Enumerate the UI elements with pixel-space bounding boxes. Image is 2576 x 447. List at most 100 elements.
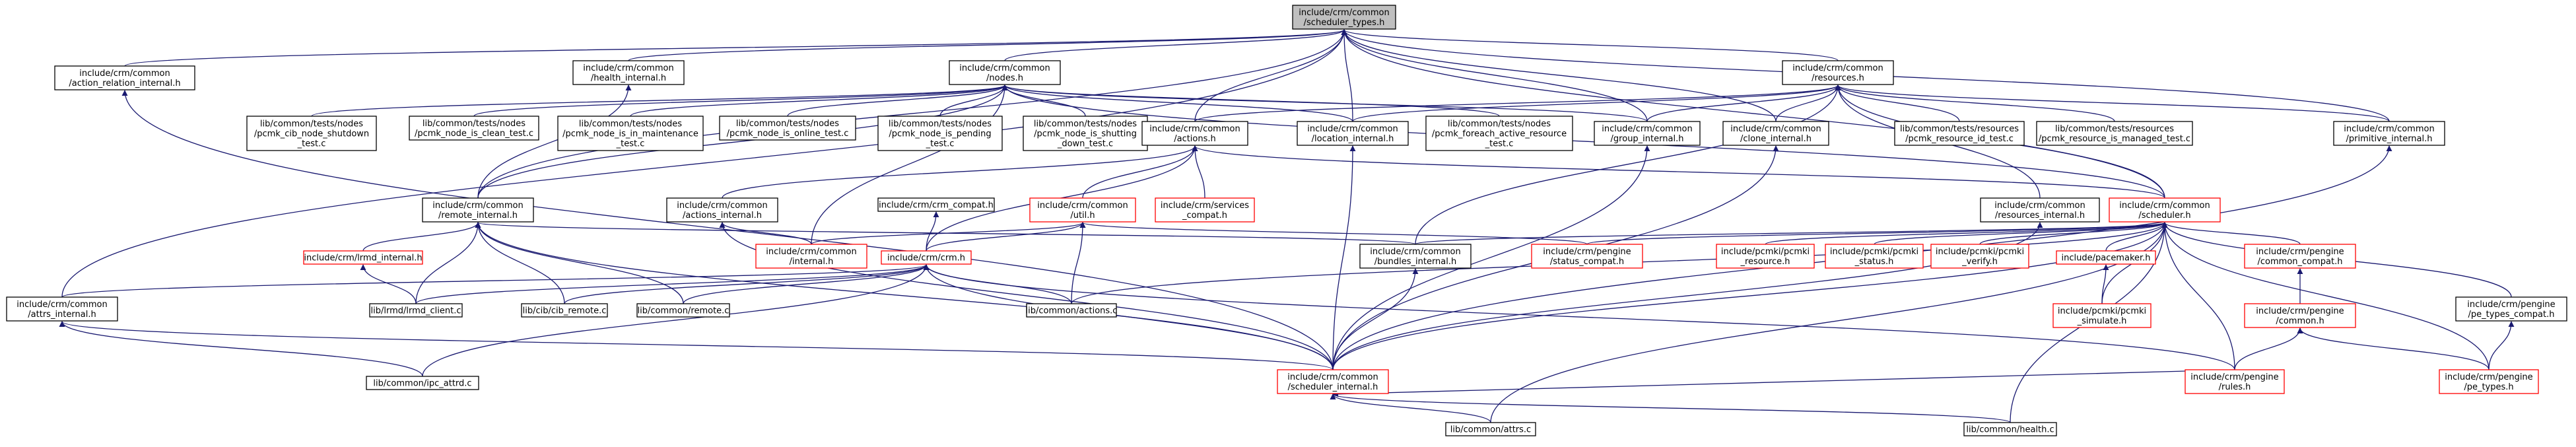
edge-pcmki_verify-to-scheduler [1979, 222, 2168, 245]
node-label-line: include/crm/pengine [2256, 247, 2344, 257]
node-actions-internal[interactable]: include/crm/common/actions_internal.h [666, 197, 778, 223]
node-util[interactable]: include/crm/common/util.h [1029, 197, 1136, 223]
edge-pe_types-to-pe_types_compat [2488, 321, 2515, 370]
node-location[interactable]: include/crm/common/location_internal.h [1297, 121, 1409, 146]
node-label-line: include/crm/common [79, 69, 170, 79]
edge-actions-to-resources [1194, 85, 1841, 122]
edge-resources-to-sched_types [1341, 29, 1839, 61]
edge-bundles-to-scheduler [1415, 222, 2167, 245]
node-label-line: include/crm/common [1730, 124, 1821, 134]
node-bundles[interactable]: include/crm/common/bundles_internal.h [1359, 244, 1472, 269]
node-label-line: include/pacemaker.h [2061, 254, 2150, 263]
node-sched-internal[interactable]: include/crm/common/scheduler_internal.h [1277, 369, 1389, 394]
node-health-c[interactable]: lib/common/health.c [1963, 422, 2057, 436]
node-box [1825, 244, 1924, 269]
node-t-maint[interactable]: lib/common/tests/nodes/pcmk_node_is_in_m… [557, 116, 704, 151]
node-label-line: lib/common/attrs.c [1450, 425, 1531, 435]
node-pengine-common[interactable]: include/crm/pengine/common.h [2244, 303, 2356, 328]
node-remote-internal[interactable]: include/crm/common/remote_internal.h [422, 197, 534, 223]
node-label-line: _resource.h [1740, 257, 1790, 267]
node-label-line: lib/common/tests/nodes [1448, 120, 1551, 129]
node-t-shutdown[interactable]: lib/common/tests/nodes/pcmk_cib_node_shu… [246, 116, 377, 151]
node-res-internal[interactable]: include/crm/common/resources_internal.h [1980, 197, 2100, 223]
node-pcmki-simulate[interactable]: include/pcmki/pcmki_simulate.h [2052, 303, 2152, 328]
node-attrs-c[interactable]: lib/common/attrs.c [1445, 422, 1536, 436]
node-svc-compat[interactable]: include/crm/services_compat.h [1155, 197, 1255, 223]
node-crm-h[interactable]: include/crm/crm.h [881, 250, 972, 265]
node-crm-compat[interactable]: include/crm/crm_compat.h [877, 197, 995, 212]
edge-cib_remote-to-crm_h [564, 264, 930, 304]
node-label-line: include/crm/common [2119, 201, 2210, 211]
node-pacemaker[interactable]: include/pacemaker.h [2056, 250, 2156, 265]
node-label-line: lib/common/tests/nodes [889, 120, 992, 129]
node-pcmki-status[interactable]: include/pcmki/pcmki_status.h [1825, 244, 1924, 269]
node-label-line: _compat.h [1182, 211, 1227, 221]
node-label-line: /actions.h [1174, 134, 1216, 144]
node-label-line: include/pcmki/pcmki [1936, 247, 2024, 257]
node-box [881, 250, 972, 265]
node-label-line: /attrs_internal.h [28, 310, 96, 320]
node-box [755, 244, 867, 269]
node-t-online[interactable]: lib/common/tests/nodes/pcmk_node_is_onli… [719, 116, 856, 141]
node-box [572, 60, 685, 85]
node-label-line: lib/common/actions.c [1026, 306, 1118, 316]
node-label-line: lib/common/tests/nodes [423, 119, 525, 129]
node-group[interactable]: include/crm/common/group_internal.h [1594, 121, 1701, 146]
node-label-line: include/crm/common [1994, 201, 2085, 211]
node-actions-c[interactable]: lib/common/actions.c [1026, 303, 1118, 318]
node-pcmki-resource[interactable]: include/pcmki/pcmki_resource.h [1716, 244, 1815, 269]
node-t-res-id[interactable]: lib/common/tests/resources/pcmk_resource… [1894, 121, 2025, 146]
node-label-line: lib/common/tests/resources [2055, 124, 2174, 134]
node-sched-types[interactable]: include/crm/common/scheduler_types.h [1292, 5, 1396, 30]
edge-sched_internal-to-remote_internal [475, 222, 1334, 370]
node-box [54, 65, 195, 90]
node-lrmd-client[interactable]: lib/lrmd/lrmd_client.c [369, 303, 463, 318]
node-label-line: include/crm/common [677, 201, 767, 211]
node-health[interactable]: include/crm/common/health_internal.h [572, 60, 685, 85]
node-label-line: include/pcmki/pcmki [2058, 306, 2146, 316]
edge-remote_c-to-crm_h [683, 264, 930, 304]
node-label-line: include/crm/pengine [2445, 372, 2532, 382]
node-t-pending[interactable]: lib/common/tests/nodes/pcmk_node_is_pend… [877, 116, 1003, 151]
node-label-line: lib/lrmd/lrmd_client.c [370, 306, 461, 316]
node-resources[interactable]: include/crm/common/resources.h [1782, 60, 1894, 85]
node-label-line: include/crm/pengine [2256, 306, 2344, 316]
node-pengine-common-compat[interactable]: include/crm/pengine/common_compat.h [2244, 244, 2356, 269]
node-pcmki-verify[interactable]: include/pcmki/pcmki_verify.h [1930, 244, 2029, 269]
node-nodes[interactable]: include/crm/common/nodes.h [949, 60, 1061, 85]
node-scheduler[interactable]: include/crm/common/scheduler.h [2109, 197, 2221, 223]
node-pe-types[interactable]: include/crm/pengine/pe_types.h [2439, 369, 2539, 394]
node-box [409, 116, 539, 141]
node-ipc-attrd[interactable]: lib/common/ipc_attrd.c [366, 376, 479, 390]
node-action-relation[interactable]: include/crm/common/action_relation_inter… [54, 65, 195, 90]
node-box [1029, 197, 1136, 223]
node-label-line: include/crm/crm_compat.h [879, 201, 994, 211]
node-lrmd-internal[interactable]: include/crm/lrmd_internal.h [303, 250, 423, 265]
node-pe-types-compat[interactable]: include/crm/pengine/pe_types_compat.h [2455, 296, 2567, 322]
node-clone[interactable]: include/crm/common/clone_internal.h [1722, 121, 1829, 146]
node-box [1531, 244, 1643, 269]
node-actions[interactable]: include/crm/common/actions.h [1141, 121, 1248, 146]
node-status-compat[interactable]: include/crm/pengine/status_compat.h [1531, 244, 1643, 269]
node-t-clean[interactable]: lib/common/tests/nodes/pcmk_node_is_clea… [409, 116, 539, 141]
node-common-internal[interactable]: include/crm/common/internal.h [755, 244, 867, 269]
edge-pcmki_resource-to-scheduler [1765, 222, 2168, 245]
node-label-line: _test.c [616, 139, 645, 149]
node-t-foreach[interactable]: lib/common/tests/nodes/pcmk_foreach_acti… [1425, 116, 1573, 151]
node-primitive[interactable]: include/crm/common/primitive_internal.h [2333, 121, 2445, 146]
node-label-line: include/crm/pengine [2190, 372, 2278, 382]
edge-group-to-nodes [1001, 85, 1648, 122]
node-label-line: include/crm/lrmd_internal.h [304, 254, 422, 263]
node-label-line: /group_internal.h [1611, 134, 1684, 144]
edge-rules-to-crm_h [923, 264, 2235, 370]
node-rules[interactable]: include/crm/pengine/rules.h [2185, 369, 2285, 394]
node-box [1425, 116, 1573, 151]
node-label-line: lib/common/tests/nodes [1034, 120, 1137, 129]
node-remote-c[interactable]: lib/common/remote.c [636, 303, 730, 318]
node-attrs-internal[interactable]: include/crm/common/attrs_internal.h [6, 296, 118, 322]
edge-scheduler-to-sched_types [1341, 29, 2165, 199]
node-t-shutting[interactable]: lib/common/tests/nodes/pcmk_node_is_shut… [1023, 116, 1148, 151]
node-cib-remote[interactable]: lib/cib/cib_remote.c [521, 303, 608, 318]
node-t-res-managed[interactable]: lib/common/tests/resources/pcmk_resource… [2036, 121, 2193, 146]
